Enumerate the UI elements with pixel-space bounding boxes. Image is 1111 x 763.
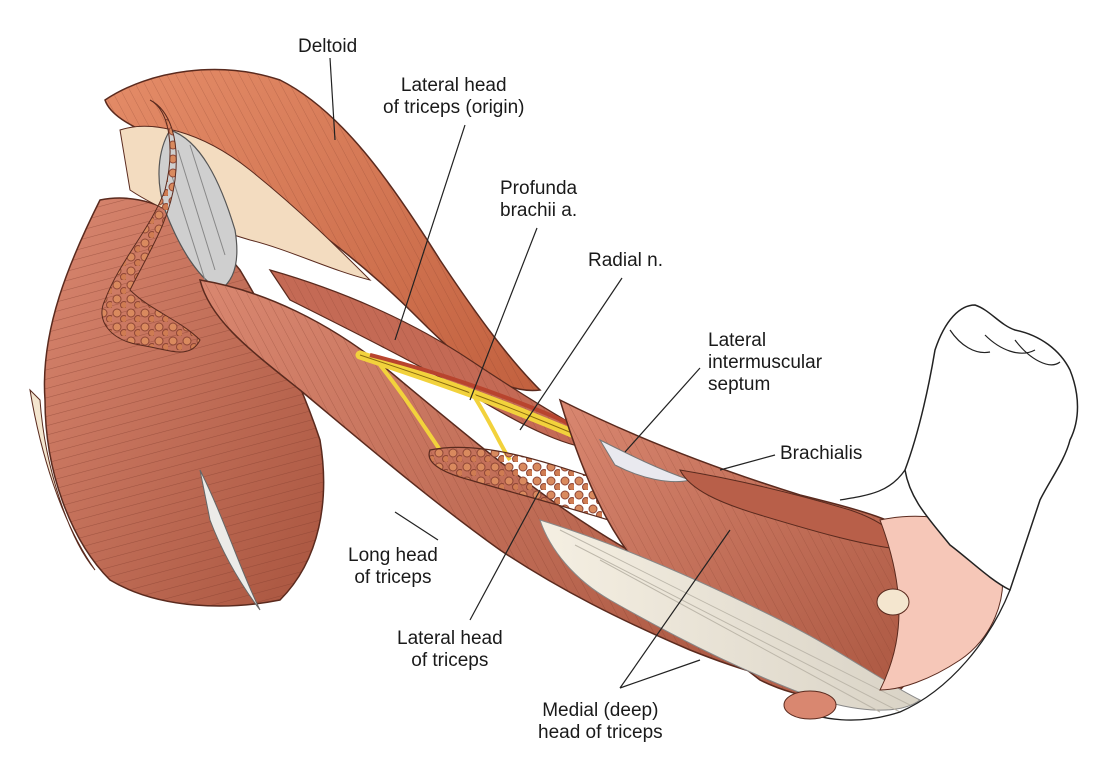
label-profunda-brachii: Profunda brachii a. [500, 178, 578, 221]
label-deltoid: Deltoid [298, 36, 358, 57]
label-long-head-triceps: Long head of triceps [348, 545, 438, 588]
label-medial-head-triceps: Medial (deep) head of triceps [538, 700, 663, 743]
label-lateral-head-origin: Lateral head of triceps (origin) [383, 75, 525, 118]
elbow-point [783, 690, 837, 720]
label-lateral-head-triceps: Lateral head of triceps [397, 628, 503, 671]
fat-lobules-shoulder [101, 99, 201, 353]
label-brachialis: Brachialis [780, 443, 863, 464]
olecranon [876, 588, 910, 616]
hand-outline [904, 304, 1079, 592]
label-lateral-intermuscular-septum: Lateral intermuscular septum [708, 330, 823, 395]
shoulder-fascia [29, 388, 96, 571]
forearm-outline [839, 469, 906, 501]
label-radial-nerve: Radial n. [588, 250, 663, 271]
leader-lines [329, 57, 776, 689]
